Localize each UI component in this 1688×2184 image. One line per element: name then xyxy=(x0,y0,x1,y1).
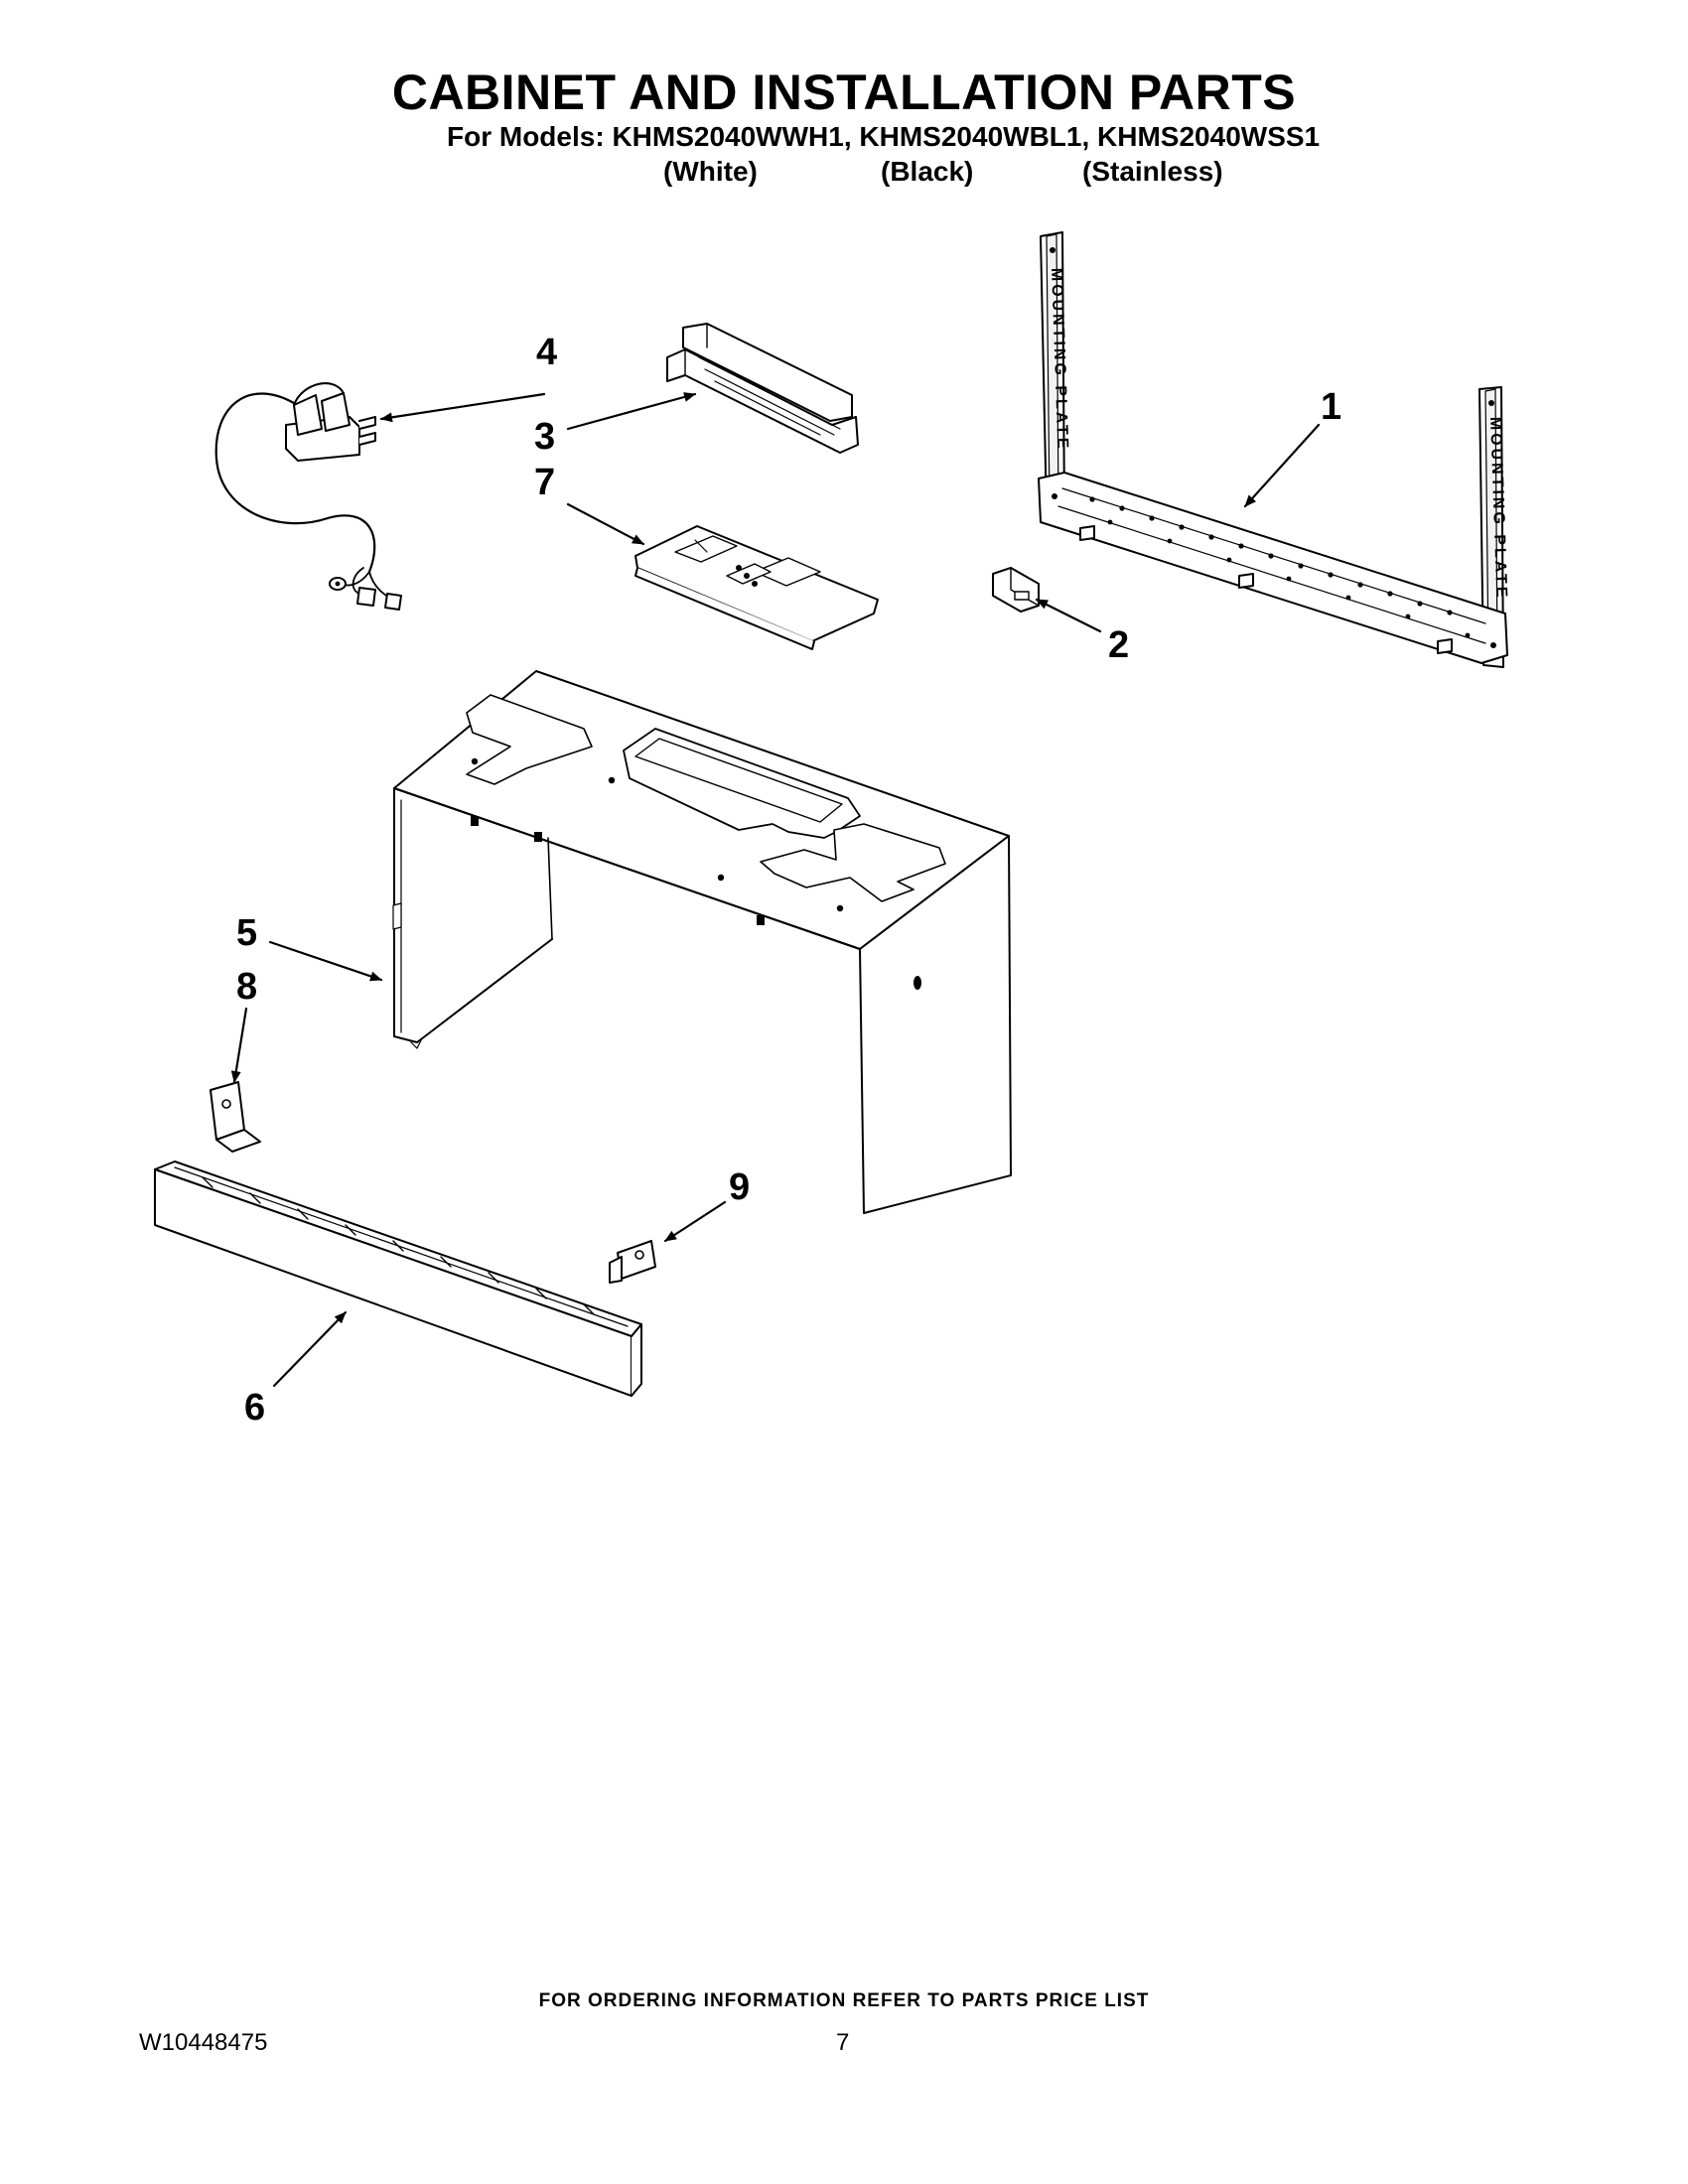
model-number: KHMS2040WSS1 xyxy=(1097,121,1321,152)
model-number: KHMS2040WBL1, xyxy=(859,121,1090,152)
right-bracket-part xyxy=(609,1240,656,1284)
bottom-grille-part xyxy=(154,1160,642,1397)
left-bracket-part xyxy=(210,1081,261,1153)
callout-4: 4 xyxy=(536,332,557,373)
models-label: For Models: xyxy=(447,121,605,152)
power-cord-part xyxy=(214,382,402,611)
callout-5: 5 xyxy=(236,912,257,954)
callout-3: 3 xyxy=(534,416,555,458)
cabinet-wrapper-part xyxy=(392,670,1012,1214)
page-title: CABINET AND INSTALLATION PARTS xyxy=(391,65,1297,120)
document-number: W10448475 xyxy=(139,2029,268,2056)
callout-6: 6 xyxy=(244,1387,265,1429)
callout-9: 9 xyxy=(729,1166,750,1208)
leader-arrows xyxy=(230,392,1321,1388)
variant-white: (White) xyxy=(663,156,758,187)
models-line: For Models: KHMS2040WWH1, KHMS2040WBL1, … xyxy=(447,121,1320,153)
plate-lettering-right: MOUNTING PLATE xyxy=(1486,417,1509,601)
model-number: KHMS2040WWH1, xyxy=(612,121,852,152)
callout-1: 1 xyxy=(1321,386,1341,428)
page-number: 7 xyxy=(836,2029,850,2056)
vent-grille-part xyxy=(666,323,859,454)
cabinet-bracket-plate-part xyxy=(634,525,879,650)
plate-lettering-left: MOUNTING PLATE xyxy=(1048,268,1070,452)
variant-black: (Black) xyxy=(881,156,974,187)
variant-stainless: (Stainless) xyxy=(1082,156,1223,187)
callout-7: 7 xyxy=(534,462,555,503)
callout-8: 8 xyxy=(236,966,257,1008)
callout-2: 2 xyxy=(1108,624,1129,666)
ordering-note: FOR ORDERING INFORMATION REFER TO PARTS … xyxy=(538,1990,1150,2011)
mounting-plate-part xyxy=(1038,231,1508,668)
small-bracket-part xyxy=(992,567,1040,613)
